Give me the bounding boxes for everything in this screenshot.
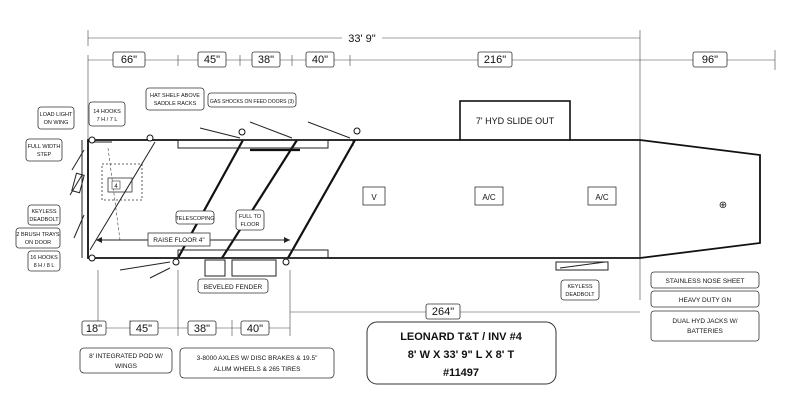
feature-stainless-nose: STAINLESS NOSE SHEET [666, 278, 745, 285]
keyless-deadbolt-right-label-2: DEADBOLT [565, 292, 595, 298]
dim-96: 96" [702, 54, 718, 66]
dim-38: 38" [258, 54, 274, 66]
beveled-fender-label: BEVELED FENDER [204, 284, 263, 291]
telescoping-label: TELESCOPING [175, 216, 214, 222]
raise-floor-label: RAISE FLOOR 4" [153, 237, 205, 244]
hat-shelf-label: HAT SHELF ABOVE [150, 93, 200, 99]
title-line-2: 8' W X 33' 9" L X 8' T [408, 349, 515, 361]
ac-rear-label: A/C [595, 193, 609, 202]
feature-dual-jacks-2: BATTERIES [687, 328, 723, 335]
dim-18: 18" [86, 323, 102, 335]
full-width-step-label-2: STEP [37, 152, 52, 158]
axles-note: 3-8000 AXLES W/ DISC BRAKES & 19.5" [197, 355, 319, 362]
hat-shelf-label-2: SADDLE RACKS [154, 101, 197, 107]
full-to-floor-label: FULL TO [239, 214, 262, 220]
full-to-floor-label-2: FLOOR [241, 222, 260, 228]
brush-trays-label-2: ON DOOR [25, 240, 51, 246]
dim-bottom-45: 45" [136, 323, 152, 335]
hooks-16-label: 16 HOOKS [30, 255, 58, 261]
load-light-label-2: ON WING [44, 120, 69, 126]
overall-length-label: 33' 9" [348, 33, 376, 45]
hooks-14-label: 14 HOOKS [93, 109, 121, 115]
brush-trays-label: 2 BRUSH TRAYS [16, 232, 60, 238]
saddle-rack-number: 4 [114, 184, 118, 190]
vent-label: V [371, 193, 377, 202]
dim-216: 216" [484, 54, 506, 66]
raise-floor-annotation: RAISE FLOOR 4" [96, 232, 290, 247]
ac-front-label: A/C [482, 193, 496, 202]
keyless-deadbolt-left-label: KEYLESS [31, 209, 56, 215]
trailer-body: ⊕ V A/C A/C 4 [69, 121, 761, 279]
slide-out: 7' HYD SLIDE OUT [459, 100, 571, 142]
slide-out-label: 7' HYD SLIDE OUT [476, 116, 555, 126]
kingpin-icon: ⊕ [719, 200, 727, 211]
axles-note-2: ALUM WHEELS & 265 TIRES [214, 366, 302, 373]
feature-heavy-duty-gn: HEAVY DUTY GN [679, 297, 732, 304]
dim-bottom-40: 40" [247, 323, 263, 335]
full-width-step-label: FULL WIDTH [28, 144, 61, 150]
bottom-dimensions: 18" 45" 38" 40" 264" [81, 270, 640, 336]
dim-66: 66" [121, 54, 137, 66]
pod-note-2: WINGS [115, 363, 138, 370]
load-light-label: LOAD LIGHT [40, 112, 73, 118]
pod-note: 8' INTEGRATED POD W/ [89, 353, 163, 360]
dim-264: 264" [432, 306, 454, 318]
gas-shocks-label: GAS SHOCKS ON FEED DOORS (3) [210, 99, 294, 105]
load-light-icon [88, 127, 361, 266]
hooks-14-label-2: 7 H / 7 L [97, 117, 118, 123]
title-line-3: #11497 [443, 367, 479, 379]
hooks-16-label-2: 8 H / 8 L [34, 263, 55, 269]
keyless-deadbolt-left-label-2: DEADBOLT [29, 217, 59, 223]
dim-40: 40" [312, 54, 328, 66]
top-dimensions: 33' 9" 66" 45" 38" 40" 216" 96" [87, 30, 776, 300]
features-right: STAINLESS NOSE SHEET HEAVY DUTY GN DUAL … [650, 271, 760, 342]
bottom-notes: 8' INTEGRATED POD W/ WINGS 3-8000 AXLES … [79, 347, 335, 379]
callouts-left: LOAD LIGHT ON WING 14 HOOKS 7 H / 7 L HA… [15, 87, 600, 301]
dim-bottom-38: 38" [194, 323, 210, 335]
feature-dual-jacks: DUAL HYD JACKS W/ [672, 318, 737, 325]
title-block: LEONARD T&T / INV #4 8' W X 33' 9" L X 8… [366, 321, 557, 385]
keyless-deadbolt-right-label: KEYLESS [567, 284, 592, 290]
title-line-1: LEONARD T&T / INV #4 [400, 331, 523, 343]
dim-45: 45" [204, 54, 220, 66]
